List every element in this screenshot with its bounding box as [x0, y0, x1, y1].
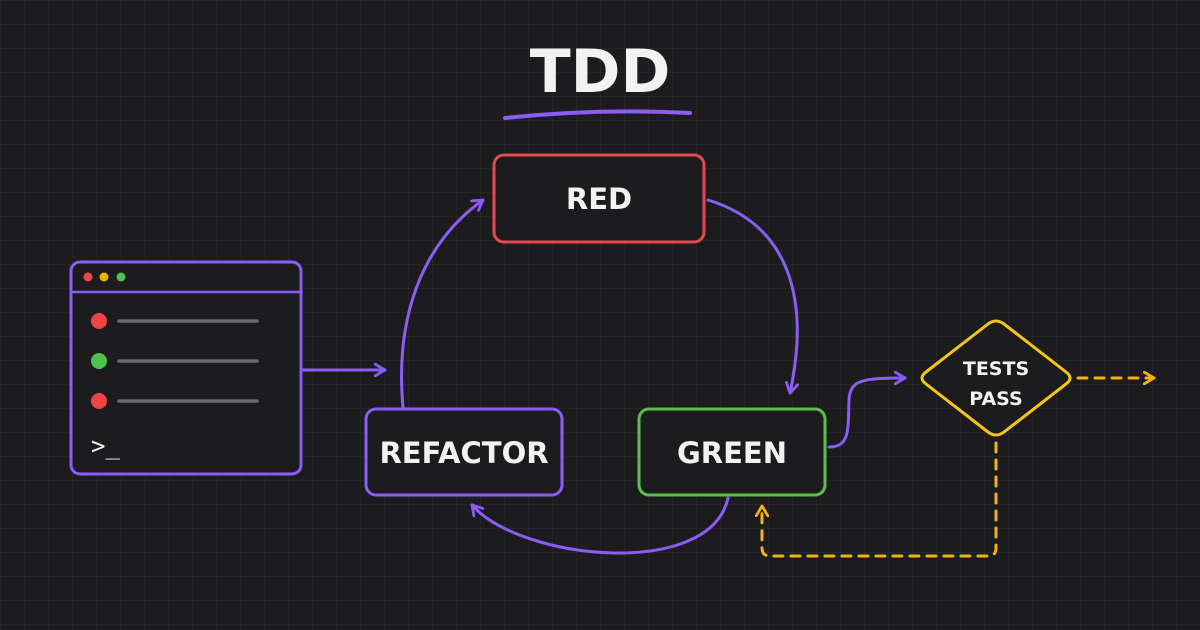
test-results-list: [91, 313, 259, 409]
test-status-dot: [91, 313, 107, 329]
arrow-refactor-to-red: [400, 198, 485, 410]
arrow-green-to-decision: [827, 378, 907, 449]
decision-diamond: [920, 319, 1072, 437]
decision-label-line1: TESTS: [963, 358, 1029, 380]
arrow-green-to-refactor: [470, 496, 730, 555]
arrow-decision-no: [762, 441, 998, 558]
green-node-box: [637, 407, 827, 497]
terminal-window: >_: [69, 260, 303, 476]
window-maximize-dot: [116, 272, 126, 282]
test-status-dot: [91, 393, 107, 409]
refactor-node-box: [364, 407, 564, 497]
refactor-node: REFACTOR: [364, 407, 564, 497]
tests-pass-decision: TESTS PASS: [920, 319, 1072, 437]
arrow-red-to-green: [706, 198, 797, 395]
green-node: GREEN: [637, 407, 827, 497]
red-node-label: RED: [566, 182, 632, 216]
terminal-frame: [69, 260, 303, 476]
window-close-dot: [83, 272, 93, 282]
title-underline: [503, 109, 692, 120]
window-minimize-dot: [99, 272, 109, 282]
refactor-node-label: REFACTOR: [379, 436, 548, 470]
green-node-label: GREEN: [677, 436, 787, 470]
red-node-box: [492, 153, 706, 244]
page-title: TDD: [530, 37, 671, 107]
terminal-prompt: >_: [91, 432, 120, 460]
test-status-dot: [91, 353, 107, 369]
red-node: RED: [492, 153, 706, 244]
decision-label-line2: PASS: [969, 388, 1022, 410]
